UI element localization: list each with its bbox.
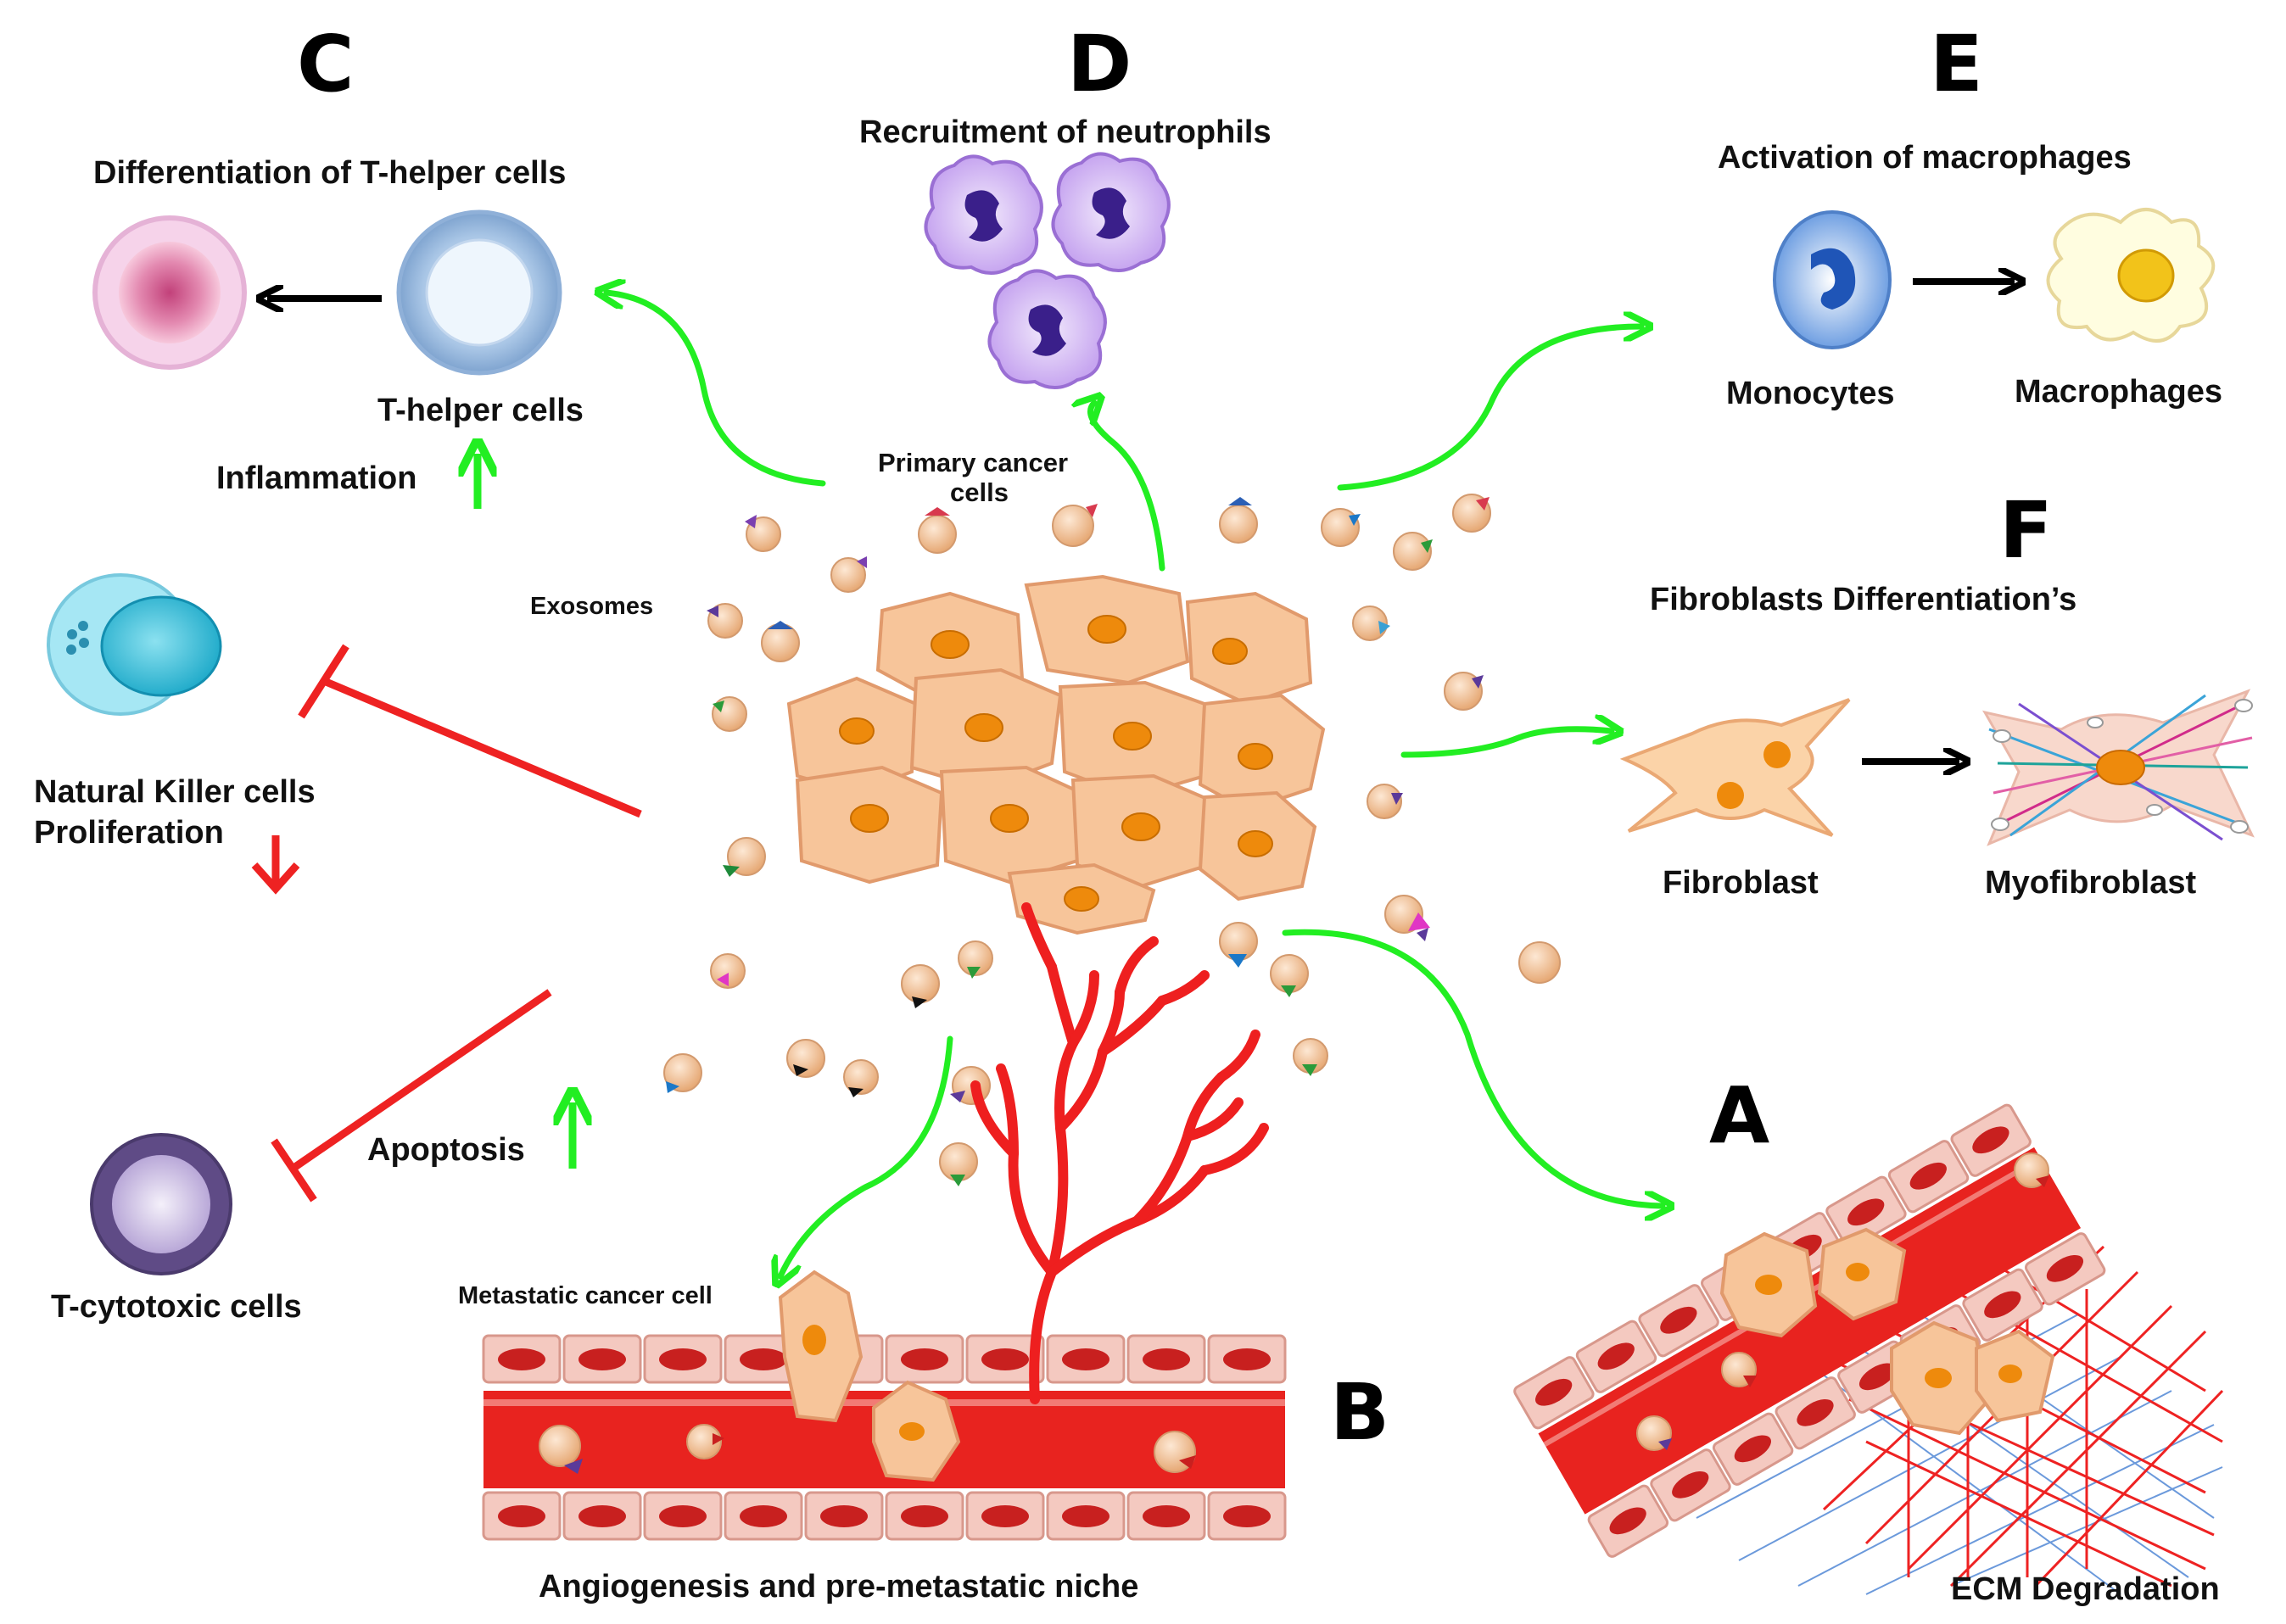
nk-inhibition-line xyxy=(298,644,642,818)
fibroblast-icon xyxy=(1619,698,1851,837)
panel-letter-b: B xyxy=(1330,1367,1390,1458)
panel-f-title: Fibroblasts Differentiation’s xyxy=(1650,582,2077,617)
panel-letter-e: E xyxy=(1930,19,1983,109)
green-arrows xyxy=(606,293,1663,1276)
panel-letter-d: D xyxy=(1067,19,1132,109)
myofibroblast-icon xyxy=(1982,689,2255,846)
primary-cancer-label-line2: cells xyxy=(950,477,1009,507)
apoptosis-label: Apoptosis xyxy=(367,1132,525,1168)
t-cytotoxic-cell-icon xyxy=(90,1133,232,1275)
monocyte-icon xyxy=(1773,210,1892,349)
exosomes-label: Exosomes xyxy=(530,593,654,620)
panel-letter-f: F xyxy=(1999,485,2053,576)
macrophages-label: Macrophages xyxy=(2015,374,2222,410)
inflammation-label: Inflammation xyxy=(216,460,417,496)
primary-cancer-label-line1: Primary cancer xyxy=(878,448,1069,477)
myofibroblast-label: Myofibroblast xyxy=(1985,865,2197,901)
exosome-particles xyxy=(663,494,1561,1186)
t-cytotoxic-label: T-cytotoxic cells xyxy=(51,1289,302,1325)
angiogenesis-caption: Angiogenesis and pre-metastatic niche xyxy=(539,1569,1139,1604)
primary-tumor-cluster xyxy=(786,574,1326,935)
angiogenesis-vessel xyxy=(482,902,1287,1541)
panel-c-title: Differentiation of T-helper cells xyxy=(93,155,567,191)
nk-proliferation-down-arrow xyxy=(251,835,300,895)
panel-letter-a: A xyxy=(1709,1070,1770,1161)
panel-e-title: Activation of macrophages xyxy=(1718,140,2132,176)
ecm-degradation-caption: ECM Degradation xyxy=(1951,1571,2220,1607)
nk-cells-label: Natural Killer cells xyxy=(34,774,316,810)
tcyto-inhibition-line xyxy=(271,989,552,1203)
panel-letter-c: C xyxy=(297,19,355,109)
fibroblast-label: Fibroblast xyxy=(1663,865,1819,901)
t-helper-differentiation-graphic xyxy=(92,209,562,376)
nk-proliferation-label: Proliferation xyxy=(34,815,224,851)
metastatic-cell-label: Metastatic cancer cell xyxy=(458,1282,713,1309)
neutrophil-cluster-graphic xyxy=(924,152,1171,389)
ecm-degradation-vessel xyxy=(1513,1103,2224,1595)
t-helper-label: T-helper cells xyxy=(377,393,584,428)
monocytes-label: Monocytes xyxy=(1726,376,1895,411)
macrophage-icon xyxy=(2046,208,2216,343)
panel-d-title: Recruitment of neutrophils xyxy=(859,114,1272,150)
natural-killer-cell-icon xyxy=(47,573,222,716)
